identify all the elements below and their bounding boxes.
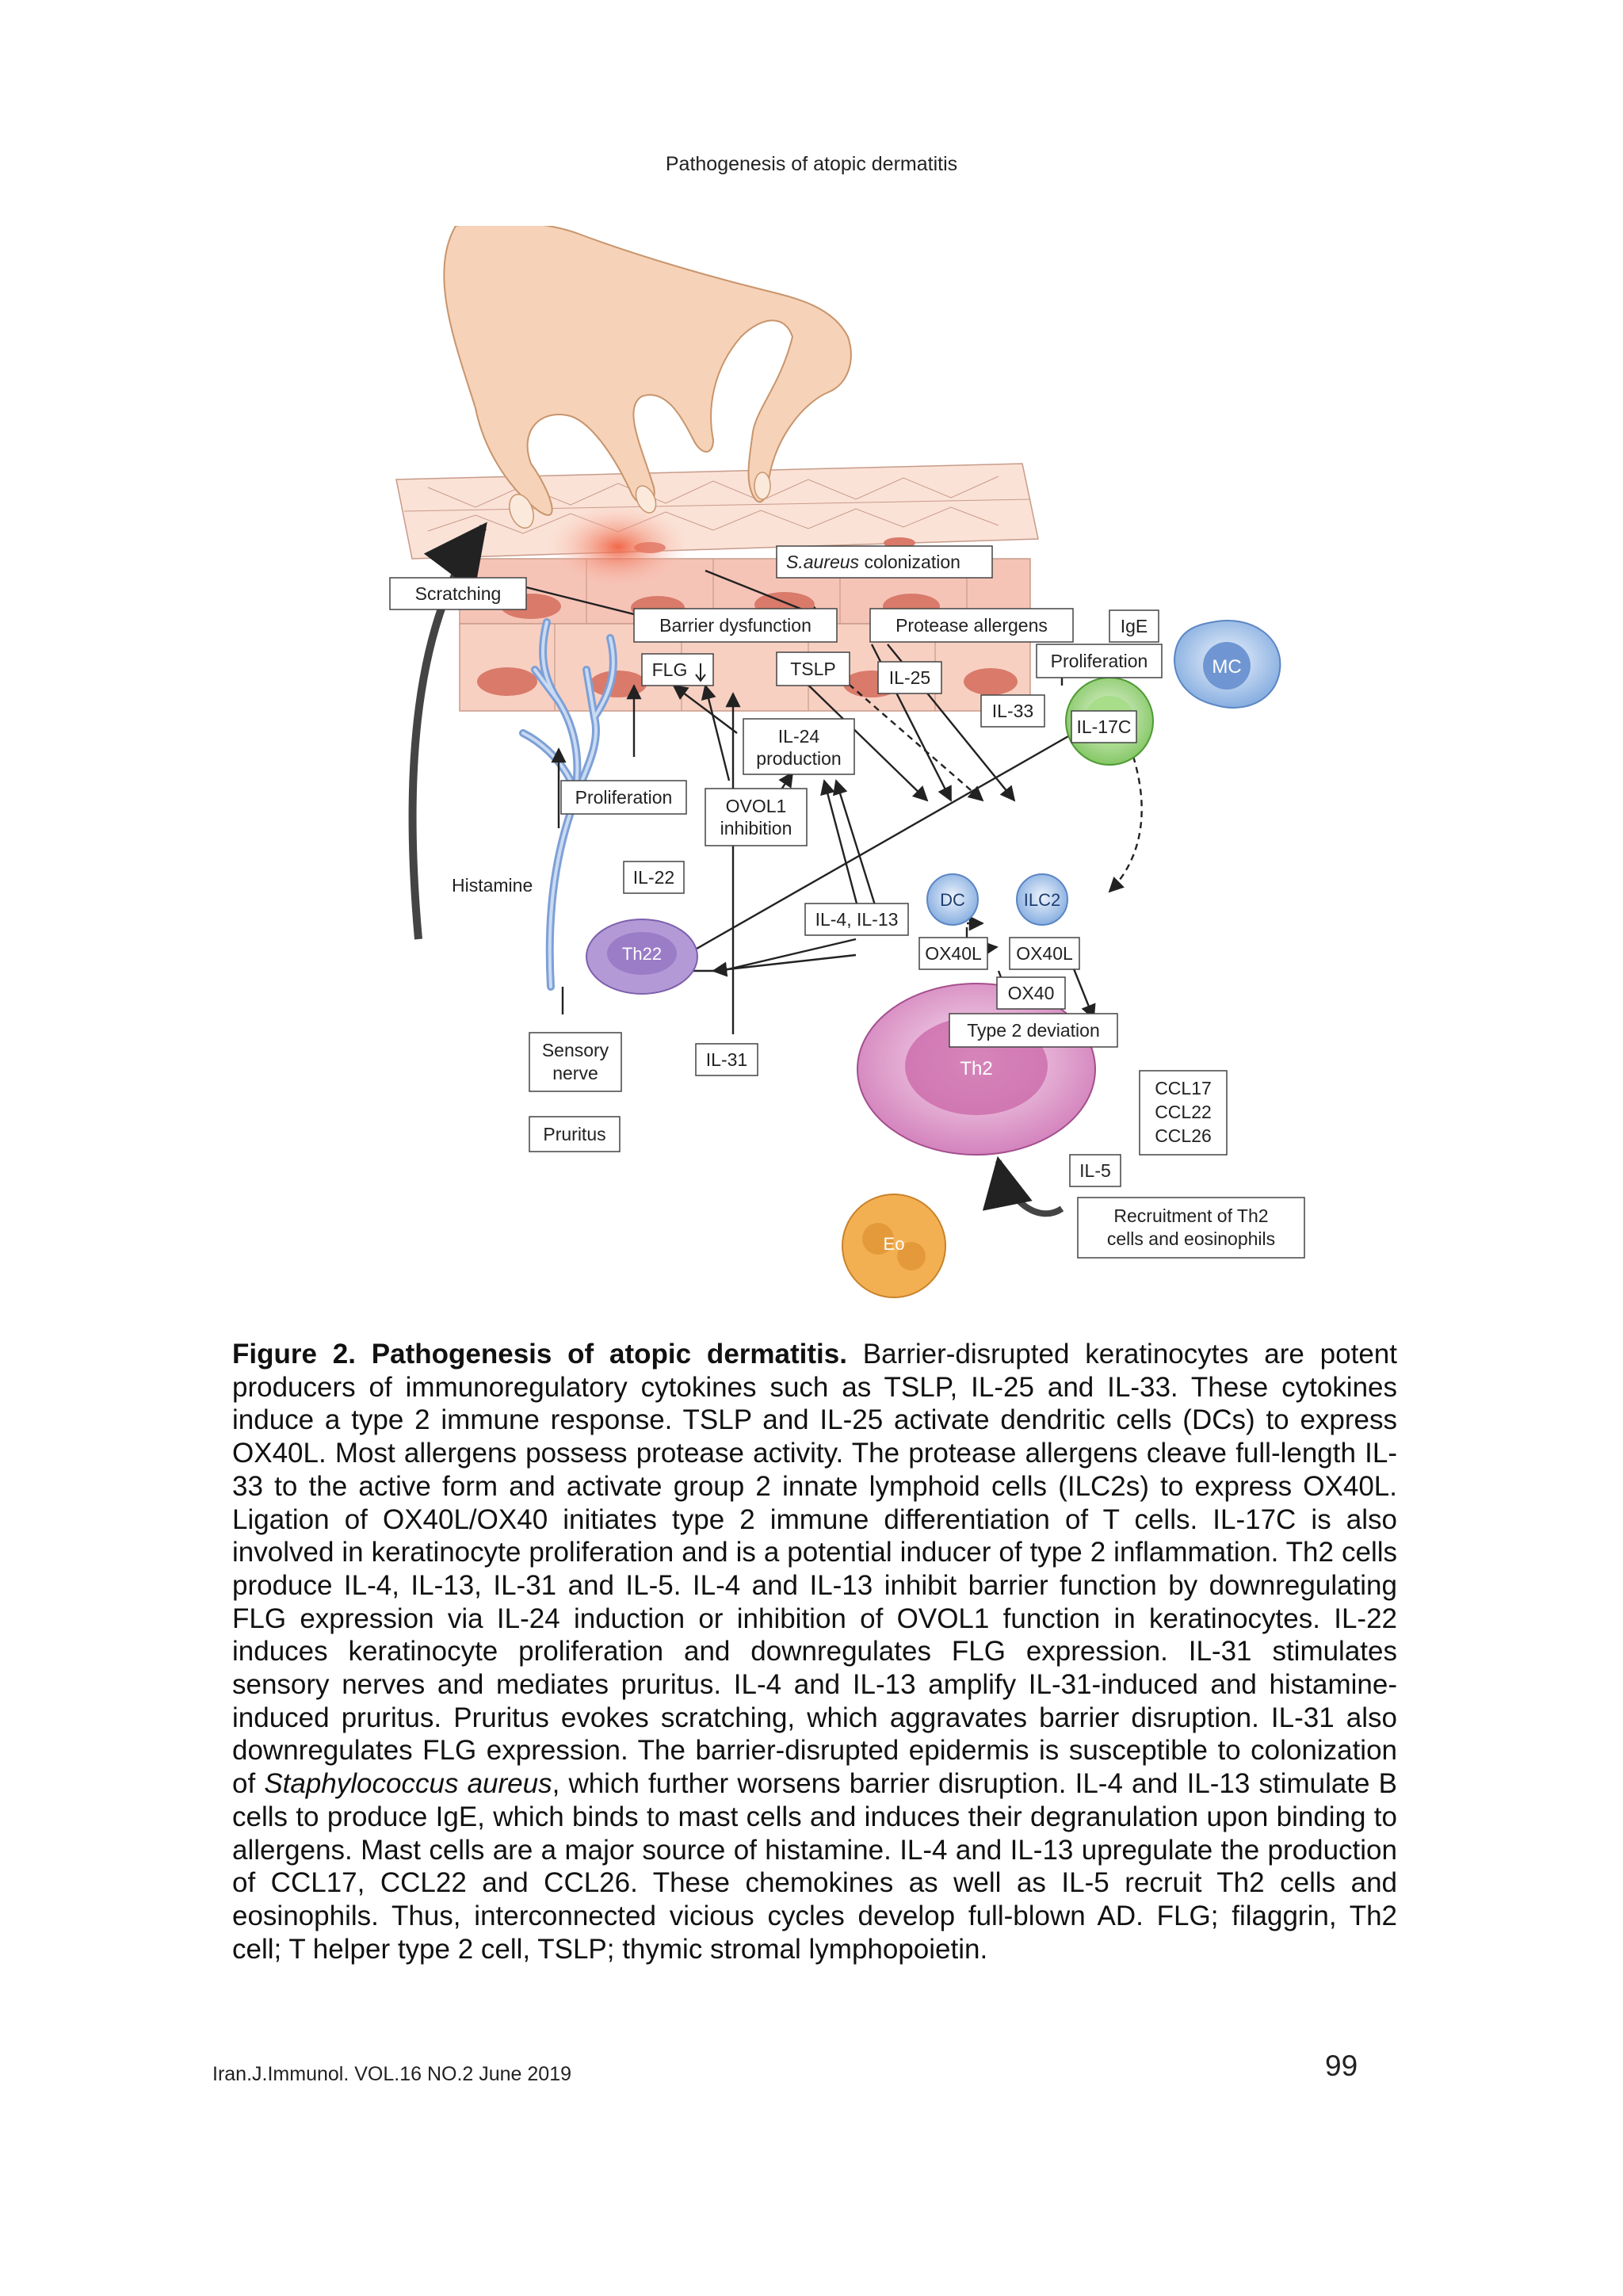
caption-text-part1: Barrier-disrupted keratinocytes are pote… — [232, 1339, 1397, 1800]
recruitment-box: Recruitment of Th2 cells and eosinophils — [1077, 1197, 1305, 1259]
svg-text:IL-4, IL-13: IL-4, IL-13 — [815, 909, 899, 930]
svg-text:Sensory: Sensory — [542, 1040, 609, 1060]
svg-text:Scratching: Scratching — [415, 583, 502, 604]
svg-text:S.aureus colonization: S.aureus colonization — [786, 552, 960, 572]
ilc2-label: ILC2 — [1024, 890, 1060, 910]
proliferation-top-box: Proliferation — [1036, 644, 1163, 678]
svg-text:TSLP: TSLP — [790, 659, 836, 679]
s-aureus-box: S.aureus colonization — [776, 545, 993, 579]
svg-text:Proliferation: Proliferation — [1051, 651, 1148, 671]
ige-box: IgE — [1109, 609, 1159, 643]
svg-text:cells and eosinophils: cells and eosinophils — [1107, 1228, 1275, 1249]
svg-text:IL-33: IL-33 — [992, 701, 1033, 721]
svg-text:FLG: FLG — [652, 659, 688, 680]
svg-text:Recruitment of Th2: Recruitment of Th2 — [1113, 1205, 1268, 1226]
dc-cell: DC — [926, 873, 979, 926]
eo-label: Eo — [884, 1234, 905, 1254]
svg-text:IL-25: IL-25 — [889, 667, 930, 688]
mc-label: MC — [1212, 656, 1241, 678]
svg-text:production: production — [756, 748, 841, 769]
type2-deviation-box: Type 2 deviation — [949, 1013, 1118, 1048]
pruritus-box: Pruritus — [529, 1116, 621, 1152]
il22-box: IL-22 — [623, 861, 685, 894]
svg-text:Protease allergens: Protease allergens — [896, 615, 1048, 636]
il31-box: IL-31 — [695, 1043, 758, 1076]
il4-il13-box: IL-4, IL-13 — [804, 903, 909, 936]
scratching-hand — [443, 226, 852, 529]
svg-text:IgE: IgE — [1121, 616, 1148, 636]
caption-label: Figure 2. Pathogenesis of atopic dermati… — [232, 1339, 847, 1370]
il25-box: IL-25 — [877, 661, 942, 694]
svg-text:nerve: nerve — [552, 1063, 598, 1083]
eosinophil-cell: Eo — [842, 1194, 946, 1298]
figure-caption: Figure 2. Pathogenesis of atopic dermati… — [232, 1338, 1397, 1966]
barrier-dysfunction-box: Barrier dysfunction — [633, 608, 838, 643]
caption-text-part2: , which further worsens barrier disrupti… — [232, 1768, 1397, 1965]
caption-italic-species: Staphylococcus aureus — [264, 1768, 552, 1800]
ox40-box: OX40 — [996, 976, 1066, 1010]
th2-label: Th2 — [960, 1058, 992, 1079]
svg-text:Pruritus: Pruritus — [543, 1124, 605, 1144]
histamine-label: Histamine — [452, 875, 533, 896]
tslp-box: TSLP — [776, 651, 850, 686]
il33-box: IL-33 — [980, 694, 1045, 728]
il5-box: IL-5 — [1069, 1154, 1121, 1187]
ilc2-cell: ILC2 — [1016, 873, 1068, 926]
svg-text:Type 2 deviation: Type 2 deviation — [967, 1020, 1100, 1041]
il17c-box: IL-17C — [1071, 710, 1137, 743]
journal-footer: Iran.J.Immunol. VOL.16 NO.2 June 2019 — [212, 2063, 572, 2085]
pathogenesis-figure: Th2 Th22 B MC DC ILC2 Eo S.aureus coloni… — [389, 226, 1305, 1298]
il24-box: IL-24 production — [743, 718, 855, 775]
svg-text:CCL17: CCL17 — [1155, 1078, 1212, 1098]
ox40l-dc-box: OX40L — [918, 937, 988, 970]
ox40l-ilc2-box: OX40L — [1009, 937, 1080, 970]
svg-text:CCL22: CCL22 — [1155, 1102, 1212, 1122]
flg-box: FLG — [641, 653, 714, 686]
svg-text:IL-22: IL-22 — [633, 867, 674, 888]
proliferation-left-box: Proliferation — [560, 780, 687, 815]
svg-text:Barrier dysfunction: Barrier dysfunction — [659, 615, 812, 636]
svg-text:IL-17C: IL-17C — [1076, 716, 1131, 737]
svg-text:OX40L: OX40L — [925, 943, 982, 964]
mast-cell: MC — [1174, 620, 1281, 709]
svg-text:IL-5: IL-5 — [1079, 1160, 1111, 1181]
dc-label: DC — [940, 890, 965, 910]
svg-text:inhibition: inhibition — [720, 818, 792, 839]
th22-cell: Th22 — [586, 919, 698, 995]
th22-label: Th22 — [622, 944, 662, 964]
chemokines-box: CCL17 CCL22 CCL26 — [1139, 1070, 1228, 1156]
svg-text:OVOL1: OVOL1 — [726, 796, 787, 816]
ovol1-box: OVOL1 inhibition — [705, 788, 808, 846]
protease-allergens-box: Protease allergens — [869, 608, 1074, 643]
sensory-nerve-box: Sensory nerve — [529, 1032, 622, 1092]
svg-text:OX40: OX40 — [1008, 983, 1055, 1003]
page-number: 99 — [1325, 2050, 1358, 2082]
svg-text:CCL26: CCL26 — [1155, 1125, 1212, 1146]
running-title: Pathogenesis of atopic dermatitis — [665, 153, 958, 175]
scratching-box: Scratching — [389, 577, 527, 610]
svg-text:IL-31: IL-31 — [706, 1049, 747, 1070]
svg-text:IL-24: IL-24 — [778, 726, 820, 747]
svg-text:OX40L: OX40L — [1016, 943, 1073, 964]
label-boxes: S.aureus colonization Scratching Barrier… — [389, 545, 1305, 1259]
svg-text:Proliferation: Proliferation — [575, 787, 673, 808]
